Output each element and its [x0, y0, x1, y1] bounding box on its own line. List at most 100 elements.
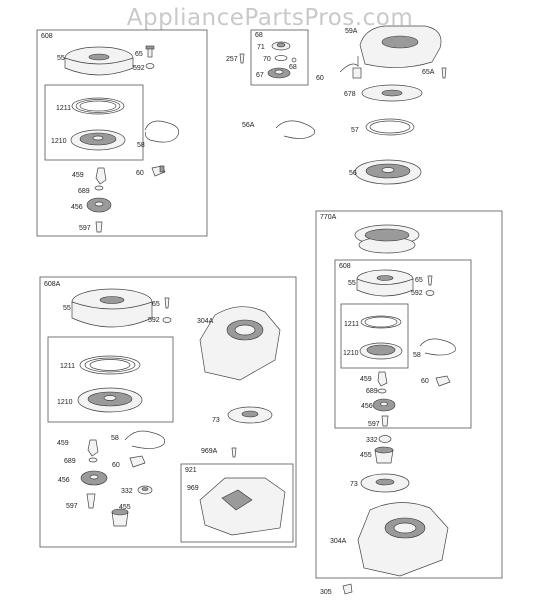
label-456-608A: 456 [58, 477, 70, 484]
part-screw-65-top[interactable] [145, 45, 155, 58]
label-597: 597 [79, 225, 91, 232]
part-screw-257[interactable] [239, 53, 245, 64]
part-screw-65A[interactable] [441, 67, 447, 79]
part-washer-592-608A[interactable] [162, 317, 172, 323]
part-pulley-1210-608A[interactable] [77, 387, 143, 413]
part-rope-58-top[interactable] [144, 120, 180, 143]
part-cup-455-right[interactable] [374, 446, 394, 464]
part-pawl-459-right[interactable] [377, 371, 388, 387]
part-spring-1211-608A[interactable] [79, 355, 141, 375]
label-65A: 65A [422, 69, 435, 76]
box-608-top-label: 608 [41, 33, 53, 40]
label-1210-right: 1210 [343, 350, 359, 357]
part-nut-332-608A[interactable] [137, 485, 153, 495]
part-cord-60-mid[interactable] [339, 56, 362, 79]
part-handle-60-top[interactable] [151, 165, 166, 177]
part-handle-60-right[interactable] [435, 375, 451, 387]
part-guard-73-right[interactable] [360, 473, 410, 493]
part-screw-305[interactable] [342, 583, 353, 595]
watermark-text: AppliancePartsPros.com [127, 5, 413, 31]
label-73-608A: 73 [212, 417, 220, 424]
label-1211-right: 1211 [344, 321, 359, 328]
box-608-inner [44, 84, 144, 161]
label-597-608A: 597 [66, 503, 78, 510]
label-592-right: 592 [411, 290, 423, 297]
label-459: 459 [72, 172, 84, 179]
part-starter-housing-59A[interactable] [359, 25, 442, 68]
part-pawl-459-top[interactable] [95, 167, 107, 185]
part-washer-592-top[interactable] [145, 63, 155, 69]
label-459-right: 459 [360, 376, 372, 383]
part-washer-592-right[interactable] [425, 290, 435, 296]
part-gear-71[interactable] [271, 41, 291, 51]
part-blower-housing-304A-608A[interactable] [199, 306, 281, 381]
label-71: 71 [257, 44, 265, 51]
part-washer-689-right[interactable] [377, 388, 387, 394]
label-689-right: 689 [366, 388, 378, 395]
part-spring-70[interactable] [274, 55, 288, 61]
part-spring-1211-right[interactable] [360, 315, 402, 329]
part-pulley-56[interactable] [354, 159, 422, 185]
part-housing-55-608A[interactable] [71, 288, 153, 328]
label-456-right: 456 [361, 403, 373, 410]
part-retainer-456-608A[interactable] [80, 470, 108, 486]
label-60-608A: 60 [112, 462, 120, 469]
label-55: 55 [57, 55, 65, 62]
part-pulley-1210-top[interactable] [70, 129, 126, 151]
part-cup-455-608A[interactable] [111, 508, 129, 527]
part-washer-689-608A[interactable] [88, 457, 98, 463]
label-678: 678 [344, 91, 356, 98]
label-65: 65 [135, 51, 143, 58]
part-pawl-459-608A[interactable] [87, 439, 99, 457]
part-guard-73-608A[interactable] [227, 406, 273, 424]
part-retainer-456-right[interactable] [372, 398, 396, 412]
box-608A-inner [47, 336, 174, 423]
label-59A: 59A [345, 28, 358, 35]
part-screw-597-top[interactable] [95, 221, 103, 233]
box-770A [315, 210, 503, 579]
label-58-right: 58 [413, 352, 421, 359]
label-305: 305 [320, 589, 332, 596]
label-592-608A: 592 [148, 317, 160, 324]
part-blower-housing-304A-right[interactable] [357, 502, 449, 577]
part-handle-60-608A[interactable] [129, 455, 146, 468]
label-455-right: 455 [360, 452, 372, 459]
part-housing-55-top[interactable] [64, 46, 134, 76]
box-921 [180, 463, 294, 543]
part-retainer-456-top[interactable] [86, 197, 112, 213]
part-washer-689-top[interactable] [94, 185, 104, 191]
part-ball-68[interactable] [291, 57, 297, 63]
part-gear-67[interactable] [267, 67, 291, 79]
box-608A [39, 276, 297, 548]
part-guard-ring-770A[interactable] [354, 224, 420, 254]
label-456: 456 [71, 204, 83, 211]
part-spring-57[interactable] [365, 118, 415, 136]
part-fan-cover-969[interactable] [199, 477, 286, 536]
label-55-right: 55 [348, 280, 356, 287]
plate-678-hole [381, 89, 403, 97]
part-spring-1211-top[interactable] [71, 97, 125, 115]
part-screw-969A[interactable] [231, 447, 237, 458]
part-pulley-1210-right[interactable] [359, 342, 403, 360]
label-689-608A: 689 [64, 458, 76, 465]
label-73-right: 73 [350, 481, 358, 488]
part-rope-58-608A[interactable] [124, 430, 166, 449]
label-56A: 56A [242, 122, 255, 129]
label-70: 70 [263, 56, 271, 63]
part-screw-597-right[interactable] [381, 415, 389, 427]
label-60-mid: 60 [316, 75, 324, 82]
part-rope-56A[interactable] [275, 120, 316, 139]
label-969A: 969A [201, 448, 218, 455]
box-608-right-label: 608 [339, 263, 351, 270]
part-housing-55-right[interactable] [356, 269, 414, 297]
part-nut-332-right[interactable] [378, 435, 392, 443]
label-57: 57 [351, 127, 359, 134]
part-rope-58-right[interactable] [419, 338, 456, 356]
label-55-608A: 55 [63, 305, 71, 312]
label-332-right: 332 [366, 437, 378, 444]
part-screw-65-right[interactable] [427, 275, 433, 286]
box-68 [250, 29, 309, 86]
part-screw-65-608A[interactable] [164, 297, 170, 309]
part-screw-597-608A[interactable] [86, 493, 96, 509]
